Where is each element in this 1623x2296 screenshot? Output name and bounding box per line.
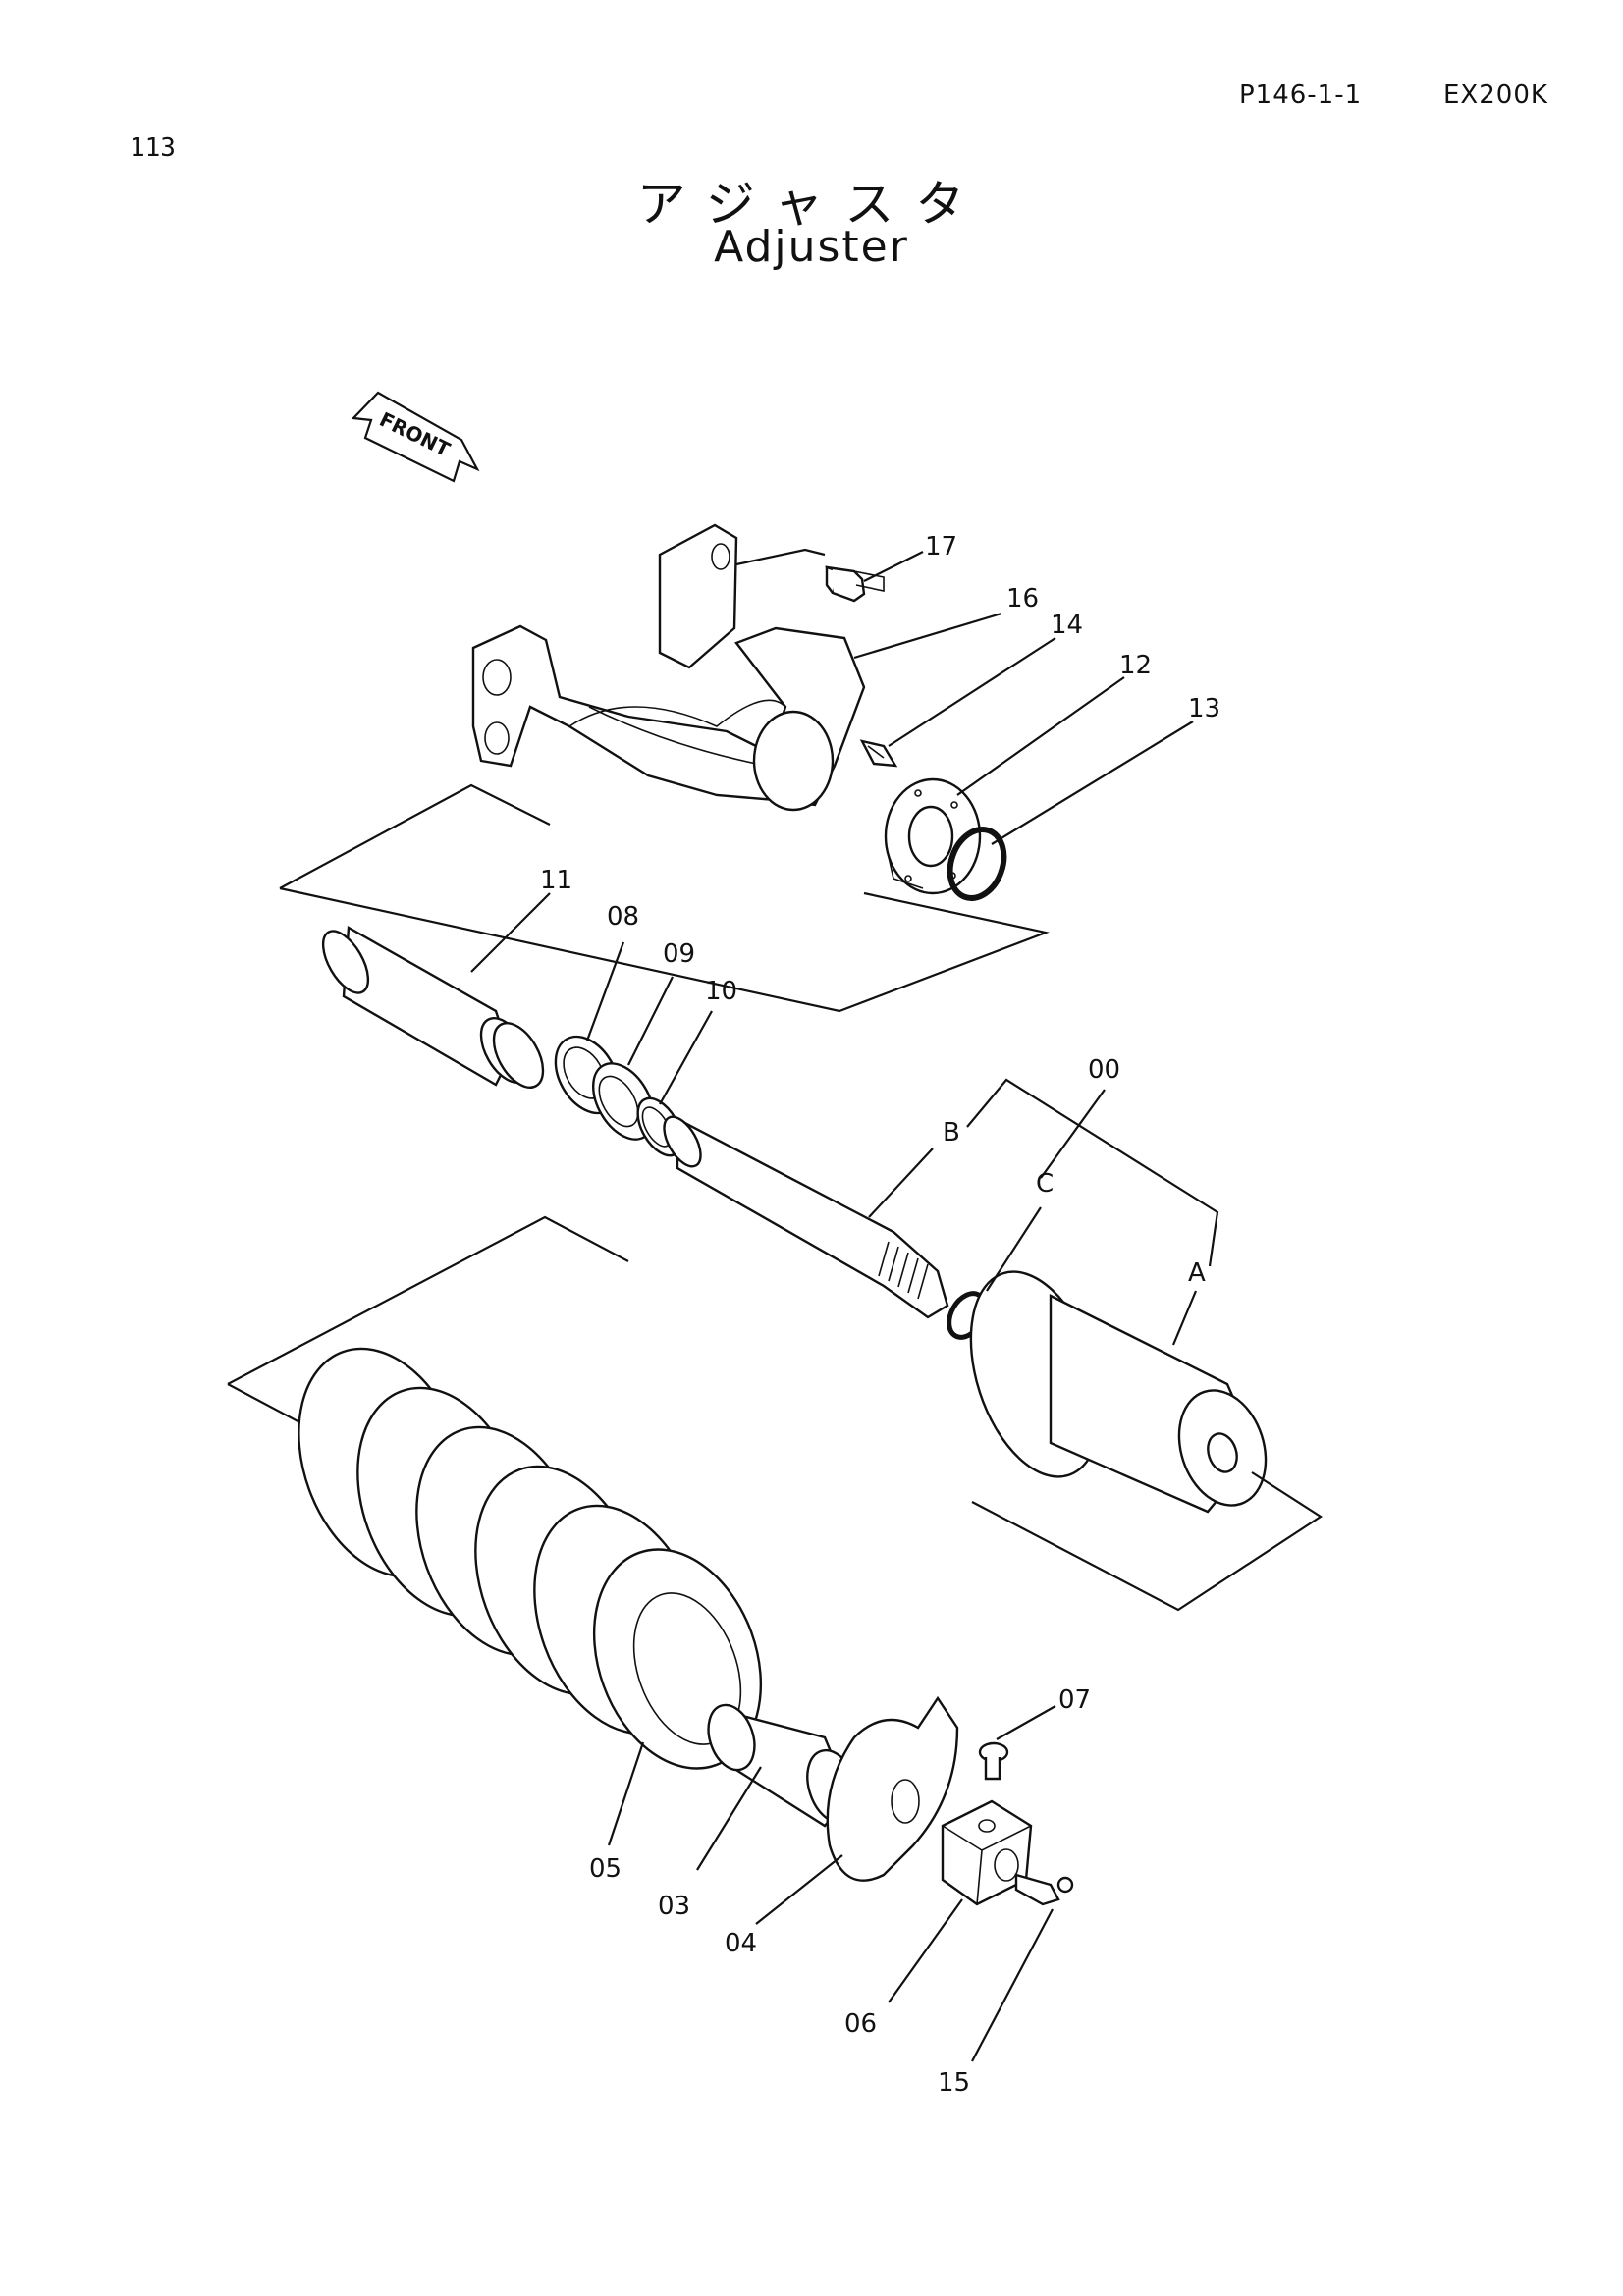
callout-06: 06 bbox=[844, 2009, 877, 2039]
bolt-part-14 bbox=[859, 739, 898, 768]
assembly-bracket-00 bbox=[966, 1078, 1219, 1267]
front-arrow-icon: FRONT bbox=[351, 391, 480, 483]
o-ring-part-13 bbox=[947, 827, 1007, 901]
piston-rod-b bbox=[663, 1115, 949, 1319]
grease-fitting-part-15 bbox=[1014, 1873, 1074, 1906]
callout-10: 10 bbox=[705, 977, 737, 1006]
callout-14: 14 bbox=[1051, 611, 1083, 640]
callout-a: A bbox=[1188, 1258, 1206, 1288]
page-reference: P146-1-1 bbox=[1239, 80, 1363, 110]
callout-08: 08 bbox=[607, 902, 639, 932]
cylinder-part-a bbox=[969, 1270, 1268, 1514]
callout-12: 12 bbox=[1119, 651, 1152, 680]
plate-part-04 bbox=[826, 1695, 959, 1882]
callout-15: 15 bbox=[938, 2068, 970, 2098]
plug-part-07 bbox=[978, 1741, 1009, 1781]
model-name: EX200K bbox=[1443, 80, 1548, 110]
leader-lines bbox=[470, 551, 1198, 2062]
block-part-06 bbox=[941, 1799, 1033, 1906]
callout-17: 17 bbox=[925, 532, 957, 561]
callout-13: 13 bbox=[1188, 694, 1220, 723]
callout-11: 11 bbox=[540, 866, 572, 895]
page-number: 113 bbox=[130, 133, 176, 163]
callout-09: 09 bbox=[663, 939, 695, 969]
flange-part-12 bbox=[884, 777, 982, 895]
callout-03: 03 bbox=[658, 1892, 690, 1921]
bolt-part-17 bbox=[825, 565, 885, 603]
title-japanese: アジャスタ bbox=[636, 176, 987, 233]
callout-04: 04 bbox=[725, 1929, 757, 1958]
front-label: FRONT bbox=[376, 407, 455, 461]
callout-b: B bbox=[943, 1118, 960, 1148]
callout-16: 16 bbox=[1006, 584, 1039, 614]
bracket-part-16 bbox=[471, 523, 866, 812]
callout-00: 00 bbox=[1088, 1055, 1120, 1085]
callout-07: 07 bbox=[1058, 1685, 1091, 1715]
callout-05: 05 bbox=[589, 1854, 622, 1884]
callout-c: C bbox=[1036, 1169, 1054, 1199]
rod-part-11 bbox=[321, 926, 545, 1089]
assembly-box-upper bbox=[279, 783, 1050, 1013]
title-english: Adjuster bbox=[714, 222, 909, 272]
